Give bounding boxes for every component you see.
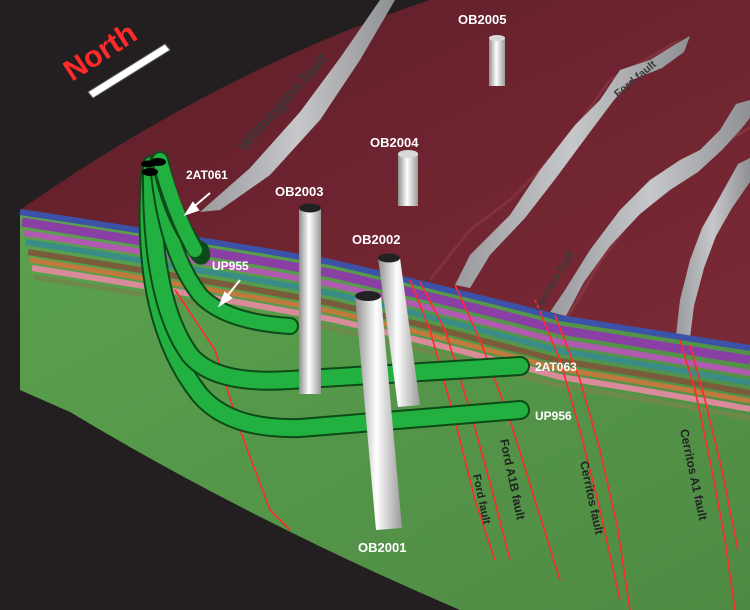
north-compass: North bbox=[58, 17, 171, 99]
top-surface bbox=[20, 0, 750, 345]
well-label-ob2004: OB2004 bbox=[370, 135, 419, 150]
observation-well-group bbox=[299, 35, 505, 530]
well-label-ob2003: OB2003 bbox=[275, 184, 323, 199]
ford-fault-plane bbox=[455, 36, 690, 288]
well-ob2002 bbox=[378, 258, 420, 407]
wellhead bbox=[398, 150, 418, 158]
north-label: North bbox=[58, 17, 143, 88]
wellhead bbox=[355, 291, 381, 301]
cerritos-fault-plane bbox=[550, 100, 750, 316]
well-label-up955: UP955 bbox=[212, 259, 249, 273]
well-ob2003 bbox=[299, 208, 321, 394]
front-fault-lines bbox=[174, 279, 739, 610]
label-arrows bbox=[183, 192, 241, 308]
well-label-up956: UP956 bbox=[535, 409, 572, 423]
well-label-ob2001: OB2001 bbox=[358, 540, 406, 555]
horizontal-well-group bbox=[138, 151, 530, 439]
wellhead bbox=[142, 168, 158, 176]
north-arrow-icon bbox=[87, 43, 171, 99]
well-label-2at061: 2AT061 bbox=[186, 168, 228, 182]
well-2at063-tube bbox=[143, 157, 528, 389]
cerritos-fault-plane-lower bbox=[676, 158, 750, 338]
well-label-ob2005: OB2005 bbox=[458, 12, 506, 27]
well-label-ob2002: OB2002 bbox=[352, 232, 400, 247]
wellhead bbox=[489, 35, 505, 41]
wellhead bbox=[141, 160, 155, 168]
well-2at061-tube bbox=[153, 153, 202, 257]
well-ob2001 bbox=[355, 296, 402, 530]
well-ob2004 bbox=[398, 154, 418, 206]
well-ob2005 bbox=[489, 38, 505, 86]
wellhead bbox=[378, 253, 400, 263]
wilmington-fault-plane bbox=[200, 0, 395, 212]
wellhead bbox=[299, 203, 321, 213]
well-label-2at063: 2AT063 bbox=[535, 360, 577, 374]
